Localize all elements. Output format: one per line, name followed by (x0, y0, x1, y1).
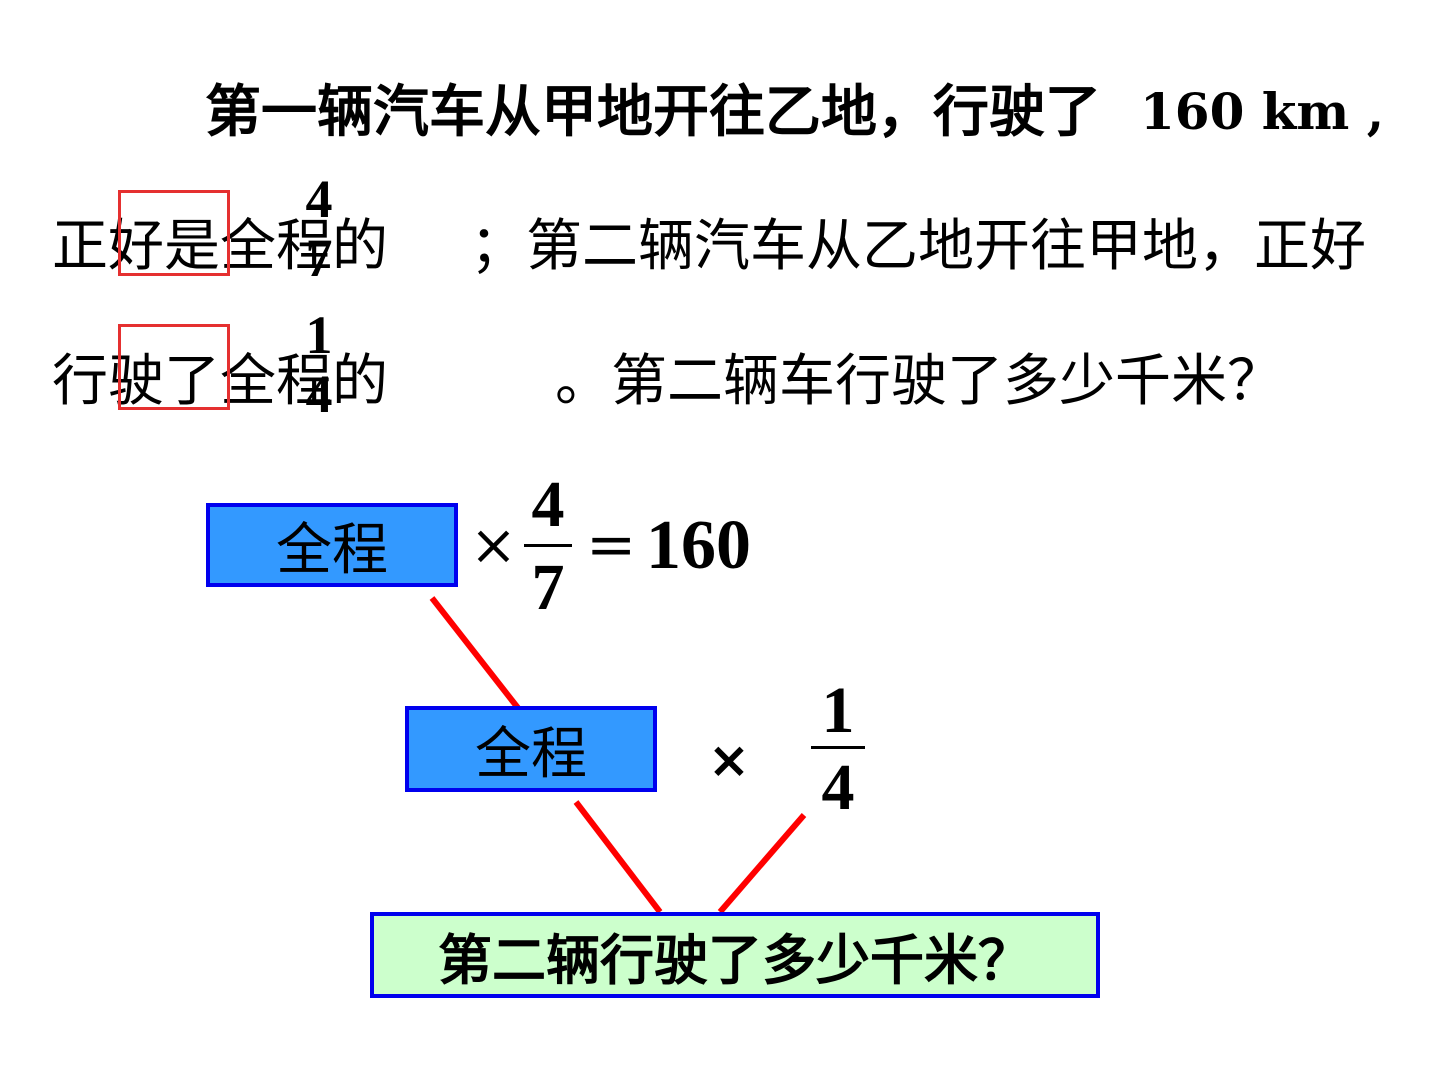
result-question-box: 第二辆行驶了多少千米？ (370, 912, 1100, 998)
fraction-one-fourth: 1 4 (296, 308, 342, 426)
eq-frac-numerator: 4 (531, 468, 565, 541)
equation-fraction: 4 7 (522, 470, 574, 623)
equals-sign: = (586, 510, 637, 580)
times-symbol-1: × (470, 513, 517, 578)
equation-result: 160 (646, 507, 751, 584)
problem-line2-end: ；第二辆汽车从乙地开往甲地，正好 (470, 214, 1366, 279)
highlight-box-xingshi (118, 324, 230, 410)
frac2-numerator: 1 (305, 305, 333, 365)
box-full-distance-2: 全程 (405, 706, 657, 792)
fraction-one-fourth-diagram: 1 4 (810, 676, 866, 823)
diagram-frac-numerator: 1 (821, 674, 855, 747)
box1-label: 全程 (276, 517, 388, 583)
problem-line2-start: 正好是全程的 (52, 214, 388, 279)
highlight-box-zhenghao (118, 190, 230, 276)
box2-label: 全程 (475, 721, 587, 787)
problem-line3-end: 。第二辆车行驶了多少千米？ (555, 349, 1283, 414)
diagram-frac-denominator: 4 (821, 751, 855, 824)
box-full-distance-1: 全程 (206, 503, 458, 587)
result-label: 第二辆行驶了多少千米？ (438, 927, 1032, 992)
distance-value: 160 km , (1140, 82, 1385, 141)
frac1-denominator: 7 (305, 228, 333, 288)
frac1-numerator: 4 (305, 169, 333, 229)
problem-line3-start: 行驶了全程的 (52, 349, 388, 414)
eq-frac-bar (524, 544, 572, 547)
diagram-frac-bar (811, 746, 865, 749)
frac2-denominator: 4 (305, 364, 333, 424)
eq-frac-denominator: 7 (531, 551, 565, 624)
fraction-four-sevenths: 4 7 (296, 172, 342, 290)
connector-line-1 (429, 596, 521, 710)
times-symbol-2: × (708, 731, 750, 789)
problem-line1: 第一辆汽车从甲地开往乙地，行驶了 (205, 79, 1101, 145)
connector-line-3 (717, 813, 807, 914)
connector-line-2 (573, 800, 663, 914)
